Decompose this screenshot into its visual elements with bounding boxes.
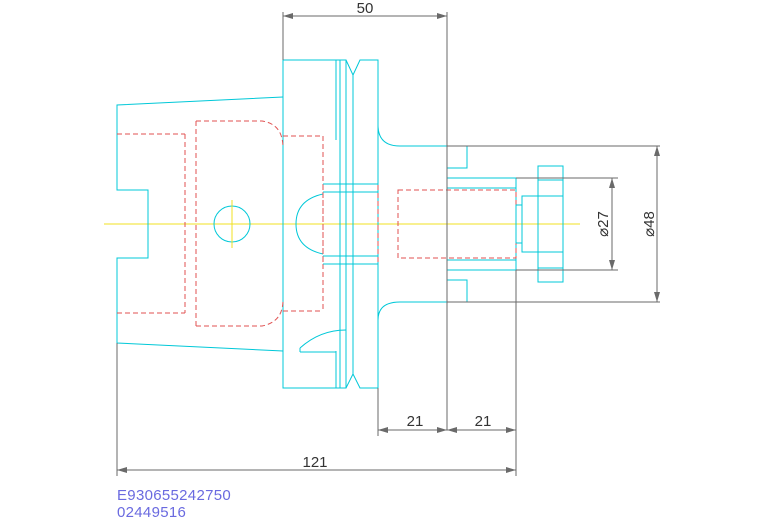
ball-end (295, 193, 324, 255)
dim-lower-pair (377, 270, 517, 476)
dim-shank-gap-label: 21 (407, 413, 424, 430)
dim-inner-diameter-label: ⌀27 (595, 211, 612, 237)
dim-overall-length-label: 121 (302, 454, 327, 471)
dim-body-length-label: 21 (475, 413, 492, 430)
part-codes: E930655242750 02449516 (117, 487, 231, 521)
hidden-lines-shank (117, 120, 324, 327)
dim-top-length-label: 50 (357, 0, 374, 17)
taper-shank-outline (116, 96, 284, 352)
dim-outer-diameter (654, 146, 660, 302)
part-code-line1: E930655242750 (117, 487, 232, 504)
nose-nut (515, 165, 564, 283)
dim-top-length (282, 12, 448, 146)
dim-outer-diameter-label: ⌀48 (641, 211, 658, 237)
flange-outline (282, 59, 379, 389)
dim-overall-length (116, 343, 516, 476)
part-code-line2: 02449516 (117, 504, 187, 521)
dim-inner-diameter (609, 178, 615, 270)
inner-bore (322, 183, 379, 265)
